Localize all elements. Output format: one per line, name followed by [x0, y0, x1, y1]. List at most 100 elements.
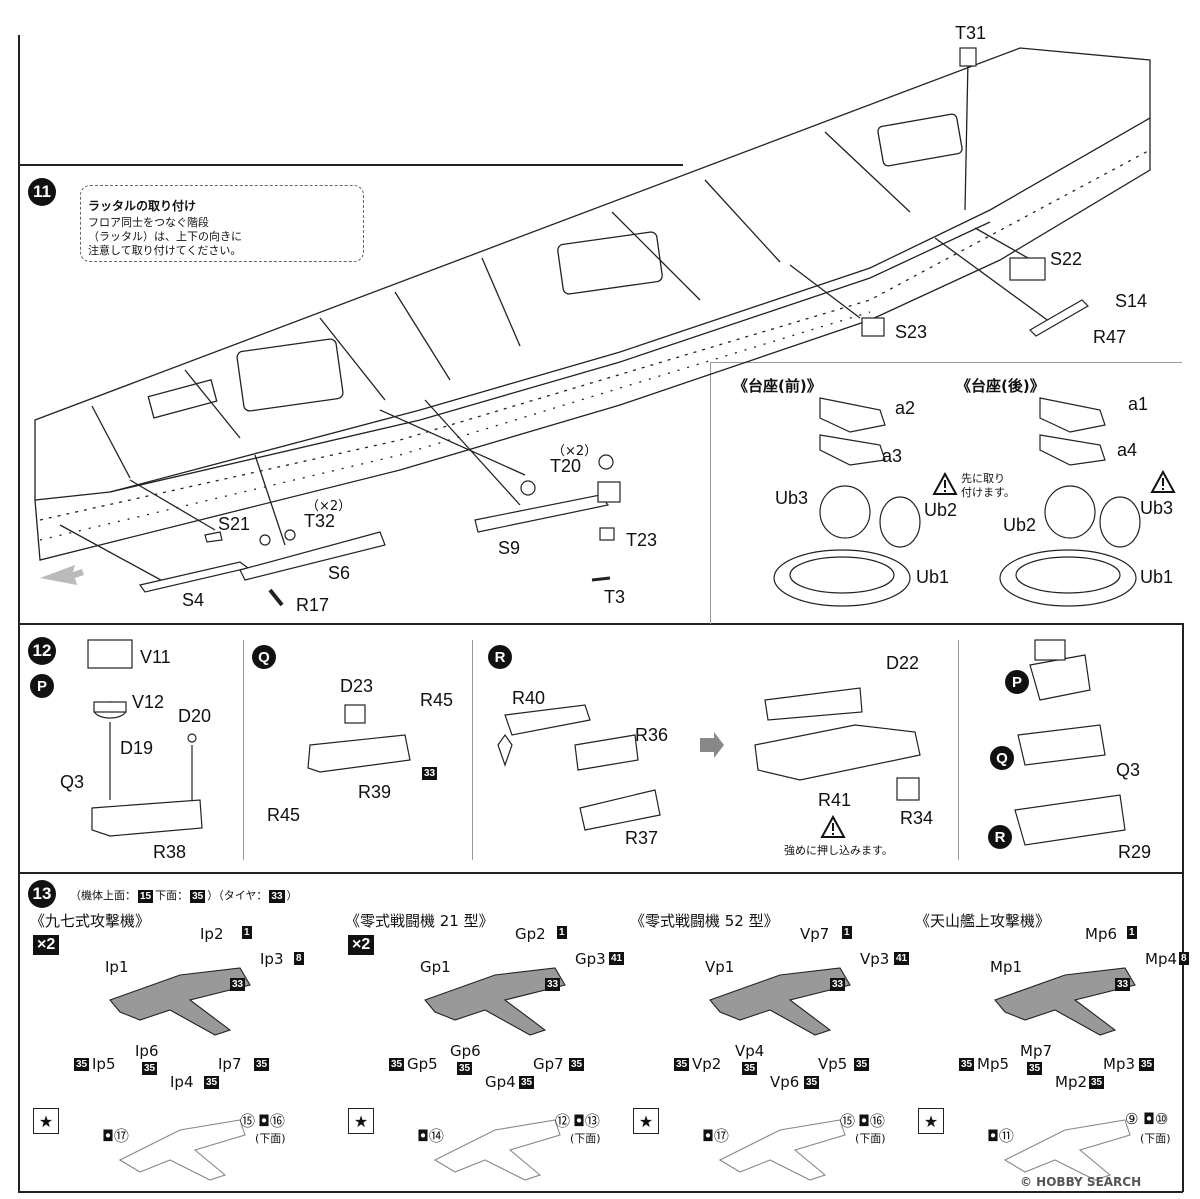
decal-number: ⑮ [240, 1112, 256, 1130]
color-code: 1 [557, 926, 567, 939]
qty-badge: ×2 [33, 935, 60, 955]
color-code: 35 [74, 1058, 90, 1071]
part-R34: R34 [900, 808, 934, 828]
aircraft-title: 《零式戦闘機 21 型》 [345, 912, 494, 930]
part-T20-qty: （×2） [552, 444, 598, 459]
warning-icon [820, 815, 846, 838]
color-code: 41 [894, 952, 910, 965]
part-S6: S6 [328, 563, 351, 583]
stand-front-Ub1: Ub1 [916, 567, 950, 587]
color-code: 35 [142, 1062, 158, 1075]
decal-number: ◘⑯ [858, 1112, 885, 1130]
part-label: Gp4 [485, 1073, 516, 1091]
stand-rear-Ub1: Ub1 [1140, 567, 1174, 587]
frame-right-12 [1182, 623, 1184, 873]
stand-rear-title: 《台座(後)》 [956, 377, 1045, 395]
stand-rear-a4: a4 [1117, 440, 1138, 460]
part-label: Mp6 [1085, 925, 1118, 943]
color-code: 33 [545, 978, 561, 991]
aircraft-title: 《天山艦上攻撃機》 [915, 912, 1051, 930]
part-V11: V11 [140, 647, 171, 667]
frame-divider-top [18, 164, 683, 166]
carrier-hull-drawing [34, 47, 1151, 607]
stand-box-left [710, 362, 711, 624]
frame-left-12 [18, 623, 20, 873]
decal-number: ◘⑯ [258, 1112, 285, 1130]
ladder-note-line-1: フロア同士をつなぐ階段 [88, 216, 209, 229]
step-11-badge: 11 [28, 178, 56, 206]
decal-aircraft-outline [433, 1119, 561, 1181]
part-T20: T20 [550, 456, 582, 476]
part-D22: D22 [886, 653, 920, 673]
color-code: 35 [804, 1076, 820, 1089]
part-label: Vp3 [860, 950, 890, 968]
color-code: 1 [242, 926, 252, 939]
ladder-note-line-2: （ラッタル）は、上下の向きに [88, 230, 242, 243]
part-R39: R39 [358, 782, 392, 802]
decal-aircraft-outline [718, 1119, 846, 1181]
color-code: 1 [842, 926, 852, 939]
part-label: Gp1 [420, 958, 451, 976]
frame-left-13 [18, 872, 20, 1192]
color-code: 35 [389, 1058, 405, 1071]
color-code: 35 [742, 1062, 758, 1075]
underside-note: (下面) [255, 1132, 286, 1145]
part-T23: T23 [626, 530, 658, 550]
assembly-P-badge: P [1005, 670, 1029, 694]
frame-right-13 [1182, 872, 1184, 1192]
part-label: Vp7 [800, 925, 830, 943]
color-code: 35 [457, 1062, 473, 1075]
decal-number: ◘⑭ [417, 1127, 444, 1145]
aircraft-title: 《九七式攻撃機》 [30, 912, 151, 930]
stand-front-warn-line-2: 付けます。 [961, 486, 1015, 499]
qty-badge: ×2 [348, 935, 375, 955]
underside-note: (下面) [855, 1132, 886, 1145]
part-R45-bottom: R45 [267, 805, 301, 825]
part-label: Gp7 [533, 1055, 564, 1073]
sep-12-b [472, 640, 473, 860]
part-D19: D19 [120, 738, 154, 758]
frame-divider-12-13 [18, 872, 1183, 874]
part-D23: D23 [340, 676, 374, 696]
decal-number: ◘⑬ [573, 1112, 600, 1130]
color-code: 1 [1127, 926, 1137, 939]
aircraft-silhouette [109, 967, 251, 1036]
part-label: Gp3 [575, 950, 606, 968]
part-S9: S9 [498, 538, 521, 558]
step-13-badge: 13 [28, 880, 56, 908]
assembly-Q-badge: Q [990, 746, 1014, 770]
part-T32-qty: （×2） [306, 499, 352, 514]
step-12-badge: 12 [28, 637, 56, 665]
part-label: Ip2 [200, 925, 224, 943]
stand-front-a3: a3 [882, 446, 903, 466]
part-label: Ip6 [135, 1042, 159, 1060]
part-R36: R36 [635, 725, 669, 745]
frame-divider-11-12 [18, 623, 1183, 625]
part-R47: R47 [1093, 327, 1127, 347]
color-code: 35 [1139, 1058, 1155, 1071]
part-label: Vp2 [692, 1055, 722, 1073]
star-icon: ★ [633, 1108, 659, 1134]
ladder-note-title: ラッタルの取り付け [88, 199, 197, 213]
part-label: Gp6 [450, 1042, 481, 1060]
color-code-33: 33 [422, 767, 438, 781]
part-label: Mp5 [977, 1055, 1010, 1073]
part-label: Mp1 [990, 958, 1023, 976]
assembly-part-Q3: Q3 [1116, 760, 1141, 780]
stand-box-top [710, 362, 1182, 363]
ladder-note-box [80, 185, 364, 262]
decal-number: ◘⑩ [1143, 1110, 1169, 1128]
color-code: 41 [609, 952, 625, 965]
part-R38: R38 [153, 842, 187, 862]
decal-number: ⑨ [1125, 1110, 1139, 1128]
color-code: 8 [1179, 952, 1189, 965]
part-label: Ip5 [92, 1055, 116, 1073]
part-label: Gp2 [515, 925, 546, 943]
part-R17: R17 [296, 595, 330, 615]
decal-number: ⑫ [555, 1112, 571, 1130]
stand-rear-Ub2: Ub2 [1003, 515, 1037, 535]
part-S14: S14 [1115, 291, 1148, 311]
sep-12-c [958, 640, 959, 860]
warning-icon [1150, 470, 1176, 493]
color-code: 35 [1027, 1062, 1043, 1075]
